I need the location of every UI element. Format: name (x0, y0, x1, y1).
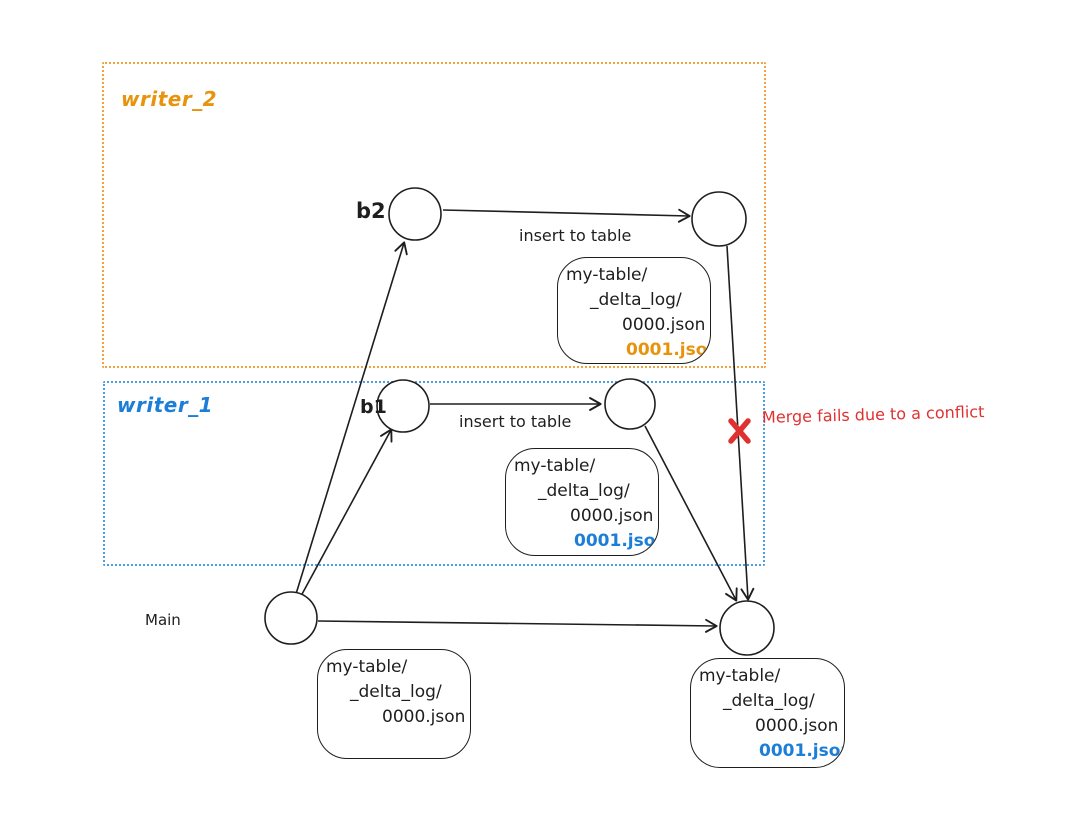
filebox-main-before-deltalog: _delta_log/ (350, 682, 442, 702)
filebox-main-before: my-table/ _delta_log/ 0000.json (317, 649, 471, 759)
filebox-writer1-0000json: 0000.json (570, 506, 654, 526)
filebox-writer1-root: my-table/ (514, 456, 596, 476)
filebox-main-after-deltalog: _delta_log/ (723, 691, 815, 711)
insert-to-table-label-writer1: insert to table (459, 412, 572, 431)
branch-b2-label: b2 (356, 199, 386, 223)
filebox-writer1-0001json: 0001.json (574, 531, 659, 551)
node-main-initial (264, 591, 318, 645)
filebox-main-before-root: my-table/ (326, 657, 408, 677)
filebox-main-before-0000json: 0000.json (382, 707, 466, 727)
filebox-writer2-0001json: 0001.json (626, 340, 711, 360)
filebox-writer2-0000json: 0000.json (622, 315, 706, 335)
merge-fails-annotation: Merge fails due to a conflict (761, 402, 985, 427)
branch-b1-label: b1 (360, 396, 387, 418)
writer2-region-label: writer_2 (121, 87, 218, 111)
filebox-main-after-0000json: 0000.json (755, 716, 839, 736)
filebox-main-after: my-table/ _delta_log/ 0000.json 0001.jso… (690, 658, 845, 768)
writer2-region-frame (102, 62, 766, 368)
writer1-region-frame (103, 381, 765, 566)
filebox-main-after-root: my-table/ (699, 666, 781, 686)
node-main-merged (719, 600, 775, 656)
writer1-region-label: writer_1 (117, 393, 214, 417)
filebox-main-after-0001json: 0001.json (759, 741, 845, 761)
insert-to-table-label-writer2: insert to table (519, 226, 632, 245)
filebox-writer2-root: my-table/ (566, 265, 648, 285)
filebox-writer2: my-table/ _delta_log/ 0000.json 0001.jso… (557, 257, 711, 364)
main-branch-label: Main (145, 611, 181, 629)
filebox-writer2-deltalog: _delta_log/ (590, 290, 682, 310)
edge-main-to-merged (317, 618, 718, 633)
filebox-writer1-deltalog: _delta_log/ (538, 481, 630, 501)
filebox-writer1: my-table/ _delta_log/ 0000.json 0001.jso… (505, 448, 659, 556)
